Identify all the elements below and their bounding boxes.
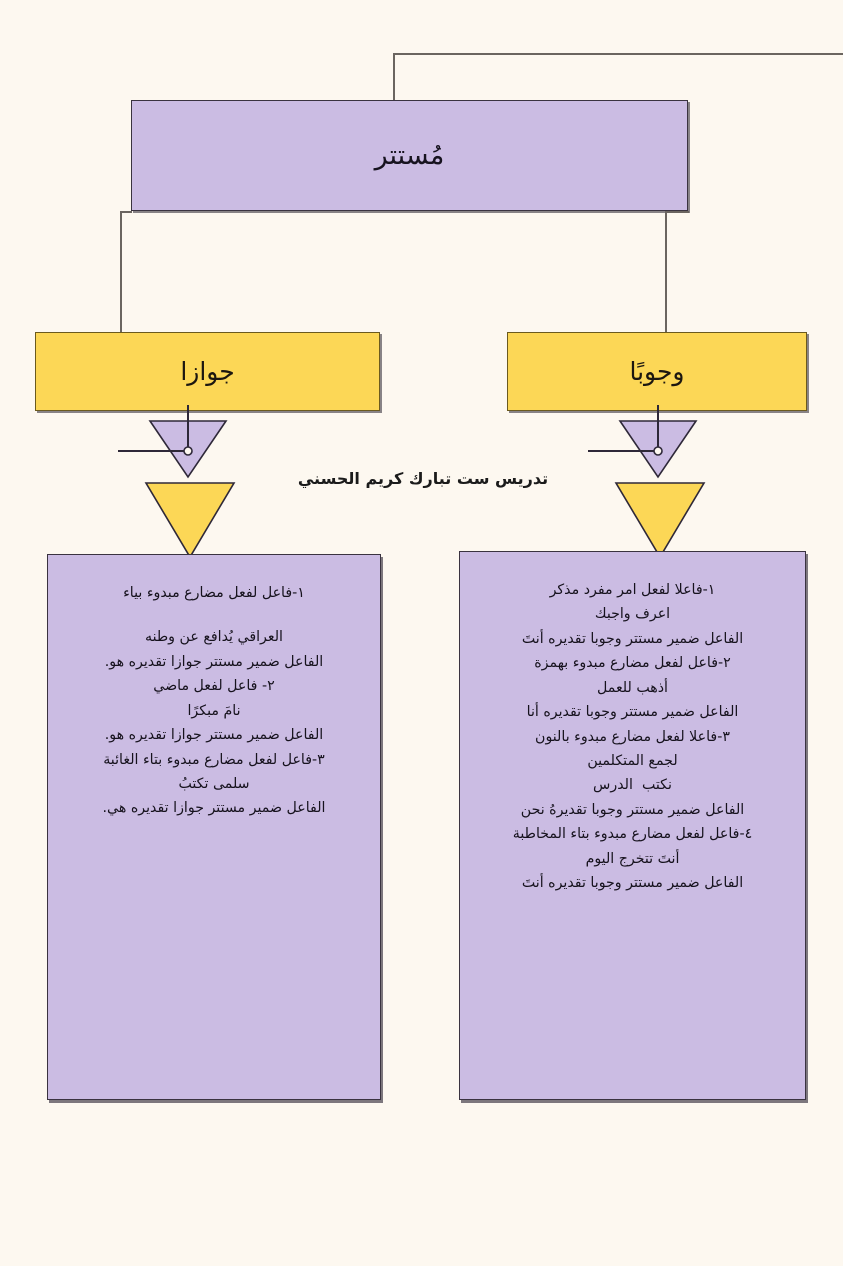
arrow-group-right bbox=[588, 405, 726, 559]
detail-right-line: الفاعل ضمير مستتر وجوبا تقديرهُ نحن bbox=[520, 801, 745, 818]
node-branch-jawazan[interactable]: جوازا bbox=[35, 332, 380, 411]
branch-connector-left-horizontal bbox=[120, 211, 132, 213]
branch-connector-left-vertical bbox=[120, 211, 122, 333]
arrow-right-anchor-dot-icon bbox=[653, 446, 663, 456]
detail-box-jawazan: ١-فاعل لفعل مضارع مبدوء بياء العراقي يُد… bbox=[47, 554, 381, 1100]
branch-connector-right-horizontal bbox=[665, 211, 689, 213]
detail-left-line: العراقي يُدافع عن وطنه bbox=[145, 629, 283, 646]
detail-right-line: ٣-فاعلا لفعل مضارع مبدوء بالنون bbox=[535, 728, 730, 745]
triangle-yellow-left-icon bbox=[144, 482, 236, 559]
detail-right-line: نكتب الدرس bbox=[593, 777, 672, 794]
node-mustatir-label: مُستتر bbox=[374, 140, 445, 171]
detail-right-line: ٤-فاعل لفعل مضارع مبدوء بتاء المخاطبة bbox=[512, 826, 753, 843]
detail-left-line: ٢- فاعل لفعل ماضي bbox=[153, 678, 275, 695]
detail-right-line: ١-فاعلا لفعل امر مفرد مذكر bbox=[549, 582, 716, 598]
detail-right-line: أذهب للعمل bbox=[597, 679, 668, 696]
branch-connector-right-vertical bbox=[665, 211, 667, 333]
triangle-yellow-right-icon bbox=[614, 482, 706, 559]
detail-right-line: أنتَ تتخرج اليوم bbox=[585, 850, 680, 867]
node-branch-wujuban[interactable]: وجوبًا bbox=[507, 332, 807, 411]
node-mustatir[interactable]: مُستتر bbox=[131, 100, 688, 211]
detail-left-spacer bbox=[64, 605, 364, 625]
detail-left-line: ١-فاعل لفعل مضارع مبدوء بياء bbox=[123, 585, 305, 601]
arrow-left-shapes bbox=[118, 405, 236, 559]
arrow-right-shapes bbox=[588, 405, 706, 559]
detail-right-line: لجمع المتكلمين bbox=[587, 752, 678, 769]
detail-right-line: الفاعل ضمير مستتر وجوبا تقديره أنتَ bbox=[521, 630, 744, 647]
detail-left-line: الفاعل ضمير مستتر جوازا تقديره هو. bbox=[104, 727, 324, 744]
detail-right-line: ٢-فاعل لفعل مضارع مبدوء بهمزة bbox=[534, 655, 731, 672]
detail-left-line: الفاعل ضمير مستتر جوازا تقديره هو. bbox=[104, 653, 324, 670]
detail-right-line: الفاعل ضمير مستتر وجوبا تقديره أنتَ bbox=[521, 875, 744, 892]
detail-left-line: الفاعل ضمير مستتر جوازا تقديره هي. bbox=[102, 800, 326, 817]
detail-left-line: نامَ مبكرًا bbox=[187, 702, 241, 719]
watermark-attribution: تدريس ست تبارك كريم الحسني bbox=[297, 469, 549, 488]
detail-left-line: ٣-فاعل لفعل مضارع مبدوء بتاء الغائبة bbox=[103, 751, 325, 768]
node-branch-wujuban-label: وجوبًا bbox=[629, 357, 685, 386]
top-connector-horizontal bbox=[393, 53, 843, 55]
detail-box-wujuban: ١-فاعلا لفعل امر مفرد مذكر اعرف واجبك ال… bbox=[459, 551, 806, 1100]
arrow-left-anchor-dot-icon bbox=[183, 446, 193, 456]
detail-right-line: اعرف واجبك bbox=[594, 606, 671, 623]
node-branch-jawazan-label: جوازا bbox=[180, 357, 235, 386]
detail-left-line: سلمى تكتبُ bbox=[178, 775, 250, 792]
arrow-group-left bbox=[118, 405, 256, 559]
detail-right-line: الفاعل ضمير مستتر وجوبا تقديره أنا bbox=[526, 704, 739, 721]
top-connector-vertical bbox=[393, 53, 395, 101]
